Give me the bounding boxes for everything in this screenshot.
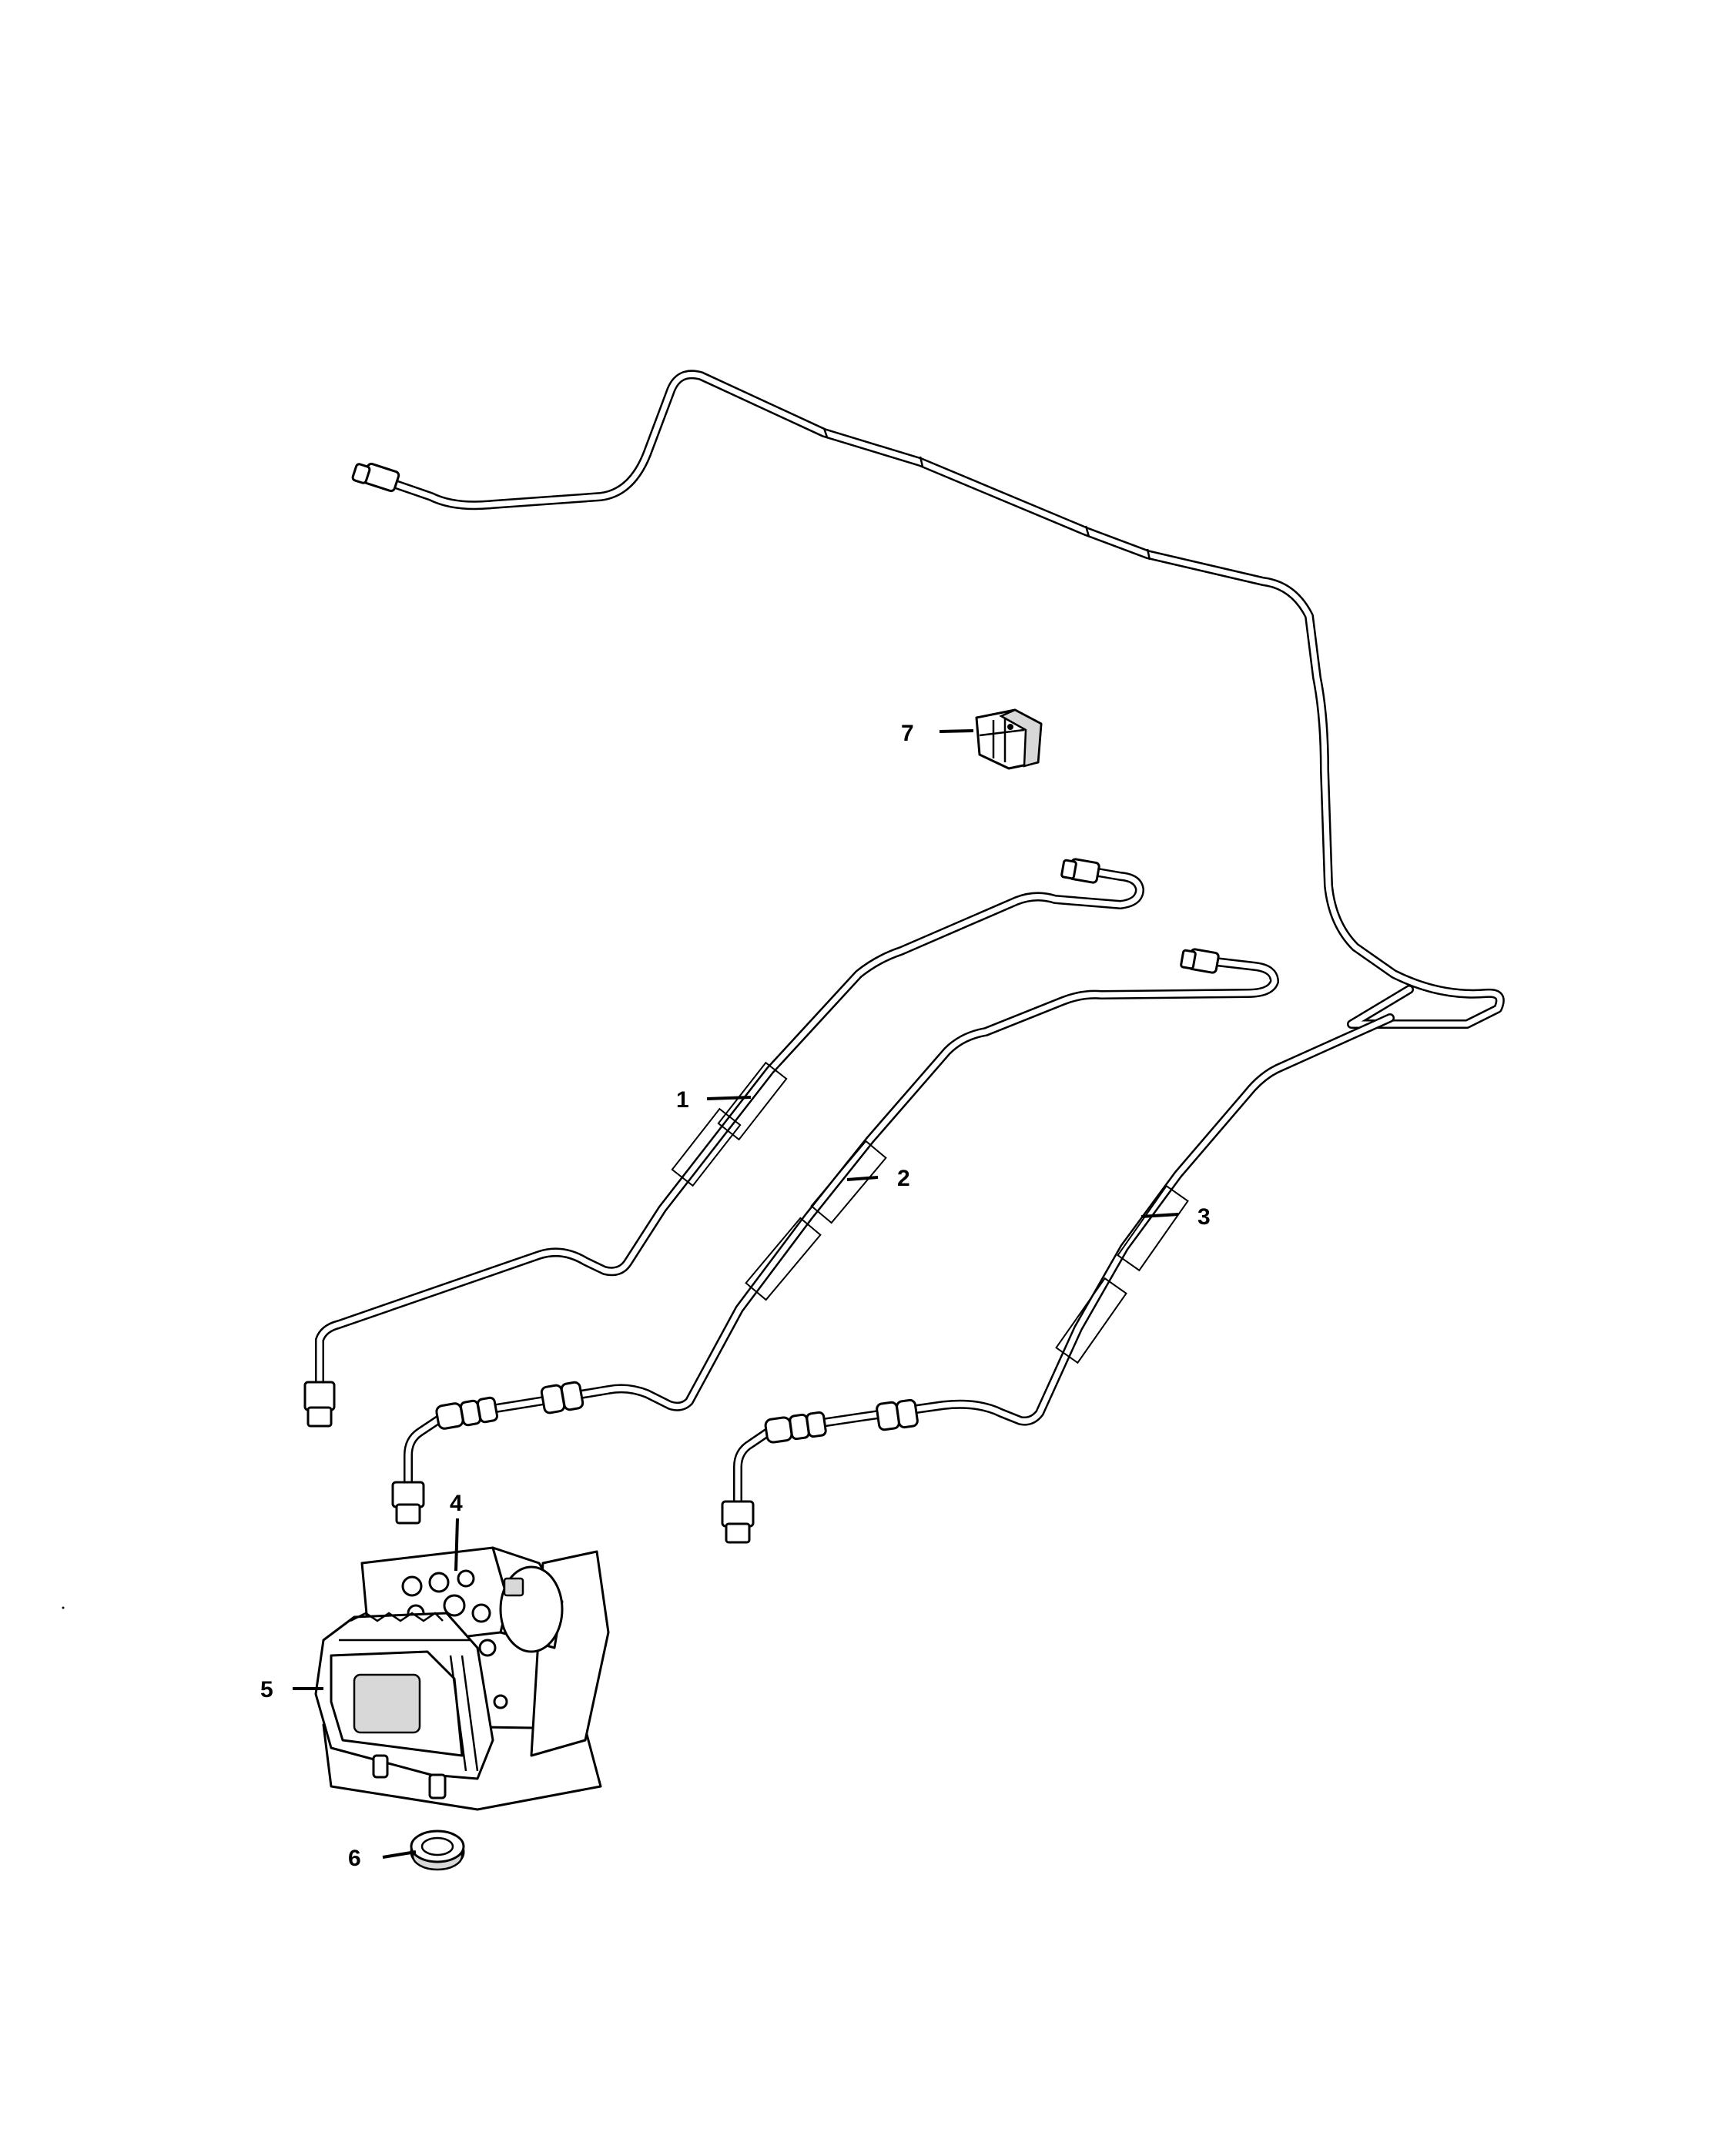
- tube-fitting: [391, 1481, 425, 1508]
- callout-4: 4: [450, 1491, 463, 1516]
- tube-fitting: [303, 1381, 336, 1411]
- callout-5: 5: [260, 1677, 273, 1702]
- callout-7: 7: [901, 721, 914, 746]
- callout-2: 2: [897, 1166, 910, 1191]
- callout-6: 6: [348, 1846, 361, 1871]
- grommet: [410, 1830, 465, 1871]
- rear-brake-tube: [351, 370, 1505, 1029]
- callout-3: 3: [1197, 1204, 1211, 1230]
- callout-1: 1: [676, 1087, 689, 1113]
- brake-tube-1: [303, 858, 1144, 1428]
- tube-clip: [975, 708, 1043, 770]
- tube-fitting: [721, 1500, 755, 1528]
- abs-module: [314, 1546, 610, 1811]
- brake-tube-2: [391, 948, 1279, 1525]
- brake-tube-3: [721, 1013, 1395, 1544]
